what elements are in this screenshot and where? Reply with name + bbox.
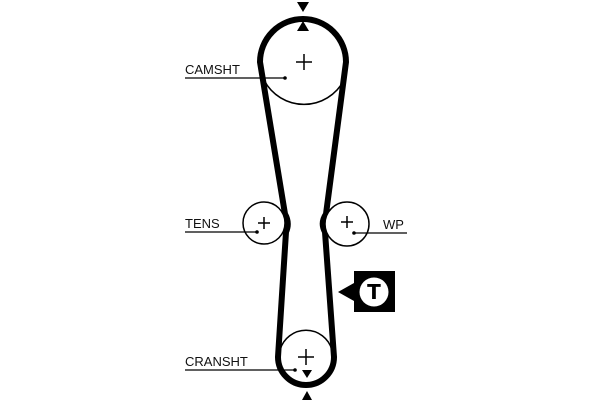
timing-mark-icon	[302, 391, 312, 400]
tensioner-pulley: TENS	[185, 201, 286, 245]
timing-mark-icon	[297, 2, 309, 12]
water-pump-pulley: WP	[324, 201, 407, 247]
crankshaft-label: CRANSHT	[185, 354, 248, 369]
badge-letter: T	[367, 280, 381, 304]
timing-mark-icon	[297, 21, 309, 31]
timing-belt	[257, 16, 349, 388]
timing-mark-icon	[302, 370, 312, 378]
water-pump-label: WP	[383, 217, 404, 232]
tensioner-label: TENS	[185, 216, 220, 231]
crankshaft-pulley: CRANSHT	[185, 329, 333, 400]
camshaft-label: CAMSHT	[185, 62, 240, 77]
camshaft-pulley: CAMSHT	[185, 2, 345, 106]
pointer-icon	[338, 283, 354, 301]
tensioner-badge: T	[338, 271, 395, 312]
